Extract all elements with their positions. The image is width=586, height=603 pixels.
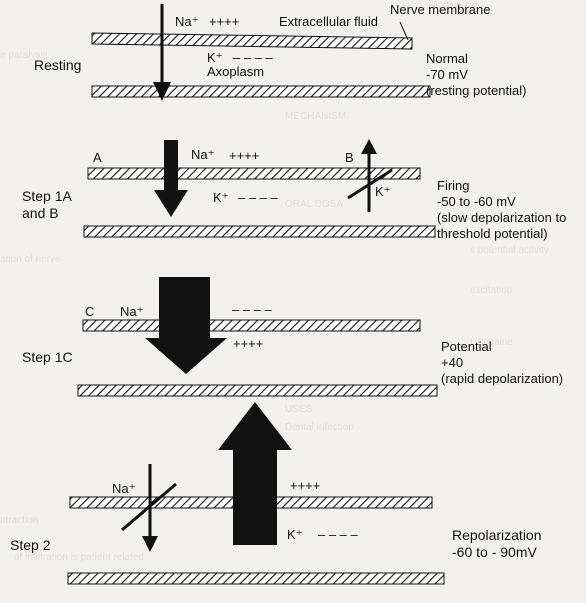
resting-potential-line-2: -70 mV <box>426 67 468 82</box>
k-label-step2: K⁺ <box>287 527 303 542</box>
faint-text-13: of infiltration is patient related <box>14 552 144 563</box>
na-charge-resting: ++++ <box>209 14 239 29</box>
k-charge-step2: – – – – <box>318 527 359 542</box>
panel-step-1ab: A B Na⁺ ++++ K⁺ – – – – K⁺ Step 1A and B… <box>22 139 566 241</box>
panel-step-2: Na⁺ ++++ K⁺ – – – – Step 2 Repolarizatio… <box>10 402 542 585</box>
faint-text-12: ntraction <box>0 515 38 526</box>
faint-text-3: MECHANISM <box>285 111 346 122</box>
na-influx-arrow-step1c <box>145 277 227 374</box>
k-blocked-cross <box>347 168 393 200</box>
membrane-resting-top <box>91 32 413 50</box>
step2-potential-line-2: -60 to - 90mV <box>452 544 537 560</box>
step1c-potential-line-2: +40 <box>441 355 463 370</box>
panel-resting: Na⁺ ++++ Extracellular fluid Nerve membr… <box>34 2 526 101</box>
nerve-membrane-label: Nerve membrane <box>390 2 490 17</box>
na-label-step1ab: Na⁺ <box>191 147 214 162</box>
side-label-step1ab-line-2: and B <box>22 205 59 221</box>
pos-charge-step1c: ++++ <box>233 336 263 351</box>
side-label-resting: Resting <box>34 57 81 73</box>
k-charge-resting: – – – – <box>233 50 274 65</box>
k-label-resting: K⁺ <box>207 50 223 65</box>
faint-text-6: excitation <box>470 285 512 296</box>
na-blocked-cross <box>121 482 177 532</box>
pos-charge-step2: ++++ <box>290 478 320 493</box>
na-arrow-head-step2 <box>142 536 158 552</box>
side-label-step1c: Step 1C <box>22 349 73 365</box>
step1ab-potential-line-3: (slow depolarization to <box>437 210 566 225</box>
faint-text-1: ductive con <box>430 0 481 11</box>
faint-text-10: USES <box>285 404 313 415</box>
step1c-potential-line-1: Potential <box>441 339 492 354</box>
k-charge-step1ab: – – – – <box>238 190 279 205</box>
na-label-step2: Na⁺ <box>112 481 135 496</box>
step1ab-potential-line-2: -50 to -60 mV <box>437 194 516 209</box>
point-a-label: A <box>93 150 102 165</box>
membrane-step1ab-bottom <box>83 225 436 238</box>
na-influx-arrow-step1ab <box>154 140 188 217</box>
side-label-step1ab-line-1: Step 1A <box>22 188 72 204</box>
k-arrow-head-step1ab <box>361 139 377 154</box>
extracellular-fluid-label: Extracellular fluid <box>279 14 378 29</box>
k-efflux-arrow-step2 <box>218 402 292 545</box>
na-label-resting: Na⁺ <box>175 14 198 29</box>
side-label-step2: Step 2 <box>10 537 51 553</box>
step2-potential-line-1: Repolarization <box>452 527 542 543</box>
faint-text-2: e paralysis <box>0 50 48 61</box>
neg-charge-step1c: – – – – <box>232 302 273 317</box>
faint-text-4: ORAL DOSA <box>285 199 343 210</box>
faint-text-8: Lidocaine <box>470 337 513 348</box>
step1ab-potential-line-1: Firing <box>437 178 470 193</box>
faint-text-7: ation of nerve <box>0 254 61 265</box>
panel-step-1c: C Na⁺ – – – – ++++ Step 1C Potential +40… <box>22 277 563 397</box>
membrane-resting-bottom <box>91 85 431 98</box>
k-label-step1ab-right: K⁺ <box>375 184 391 199</box>
membrane-step2-bottom <box>67 572 445 585</box>
step1ab-potential-line-4: threshold potential) <box>437 226 548 241</box>
k-label-step1ab-left: K⁺ <box>213 190 229 205</box>
na-charge-step1ab: ++++ <box>229 148 259 163</box>
membrane-step1c-top <box>82 319 421 332</box>
point-c-label: C <box>85 304 94 319</box>
faint-text-11: Dental infection <box>285 422 354 433</box>
point-b-label: B <box>345 150 354 165</box>
na-label-step1c: Na⁺ <box>120 304 143 319</box>
resting-potential-line-1: Normal <box>426 51 468 66</box>
membrane-pointer-line <box>399 21 409 41</box>
axoplasm-label: Axoplasm <box>207 64 264 79</box>
arrow-head-resting <box>153 82 171 101</box>
faint-text-9: Ceiling <box>470 375 501 386</box>
step1c-potential-line-3: (rapid depolarization) <box>441 371 563 386</box>
membrane-step1c-bottom <box>77 384 438 397</box>
faint-text-5: s potential activity <box>470 245 549 256</box>
resting-potential-line-3: (resting potential) <box>426 83 526 98</box>
